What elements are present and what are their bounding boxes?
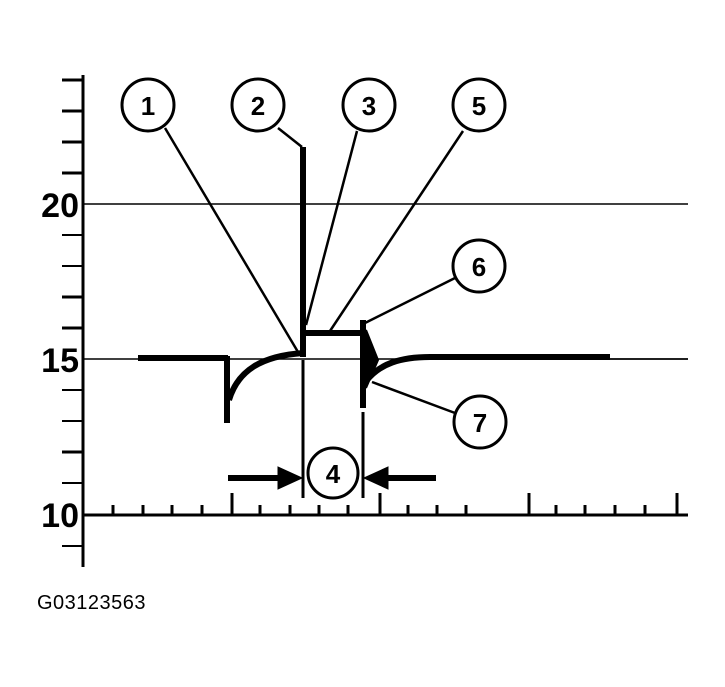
gridlines (84, 203, 688, 360)
figure-id-caption: G03123563 (37, 592, 147, 614)
waveform-trace (138, 147, 688, 423)
svg-text:1: 1 (141, 91, 155, 121)
y-label-10: 10 (41, 497, 79, 535)
x-axis (84, 493, 688, 517)
svg-text:6: 6 (472, 252, 486, 282)
callout-7: 7 (452, 394, 508, 450)
callout-5: 5 (451, 77, 507, 133)
svg-text:2: 2 (251, 91, 265, 121)
callout-3: 3 (341, 77, 397, 133)
svg-text:4: 4 (326, 459, 341, 489)
y-axis (62, 75, 85, 567)
callout-4: 4 (306, 446, 360, 500)
svg-text:7: 7 (473, 408, 487, 438)
pulse-width-markers (228, 360, 436, 498)
y-label-15: 15 (41, 342, 79, 380)
svg-text:5: 5 (472, 91, 486, 121)
svg-text:3: 3 (362, 91, 376, 121)
leader-lines (163, 127, 465, 415)
callout-2: 2 (230, 77, 286, 133)
callout-1: 1 (120, 77, 176, 133)
callout-6: 6 (451, 238, 507, 294)
y-label-20: 20 (41, 187, 79, 225)
